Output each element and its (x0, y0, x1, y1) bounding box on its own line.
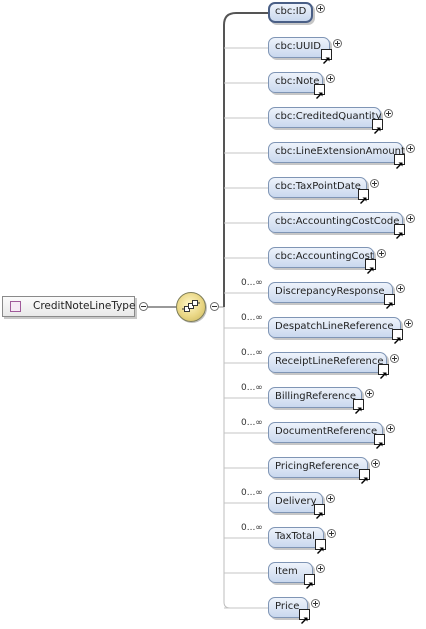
expand-button[interactable] (316, 564, 325, 573)
element-box[interactable]: cbc:Note (268, 72, 325, 99)
element-label: Delivery (275, 496, 317, 507)
element-box[interactable]: cbc:AccountingCost (268, 247, 376, 274)
root-collapse-button[interactable] (139, 302, 148, 311)
element-label: DiscrepancyResponse (275, 286, 385, 297)
expand-button[interactable] (327, 529, 336, 538)
reference-arrow-icon (392, 329, 403, 344)
reference-arrow-icon (358, 189, 369, 204)
element-box[interactable]: cbc:UUID (268, 37, 332, 64)
reference-arrow-icon (353, 399, 364, 414)
element-label: cbc:AccountingCostCode (275, 216, 400, 227)
element-box[interactable]: cbc:CreditedQuantity (268, 107, 383, 134)
occurrence-label: 0...∞ (241, 278, 263, 288)
reference-arrow-icon (384, 294, 395, 309)
occurrence-label: 0...∞ (241, 313, 263, 323)
reference-arrow-icon (374, 434, 385, 449)
element-box[interactable]: Price (268, 597, 310, 624)
reference-arrow-icon (365, 259, 376, 274)
expand-button[interactable] (390, 354, 399, 363)
element-label: PricingReference (275, 461, 360, 472)
reference-arrow-icon (314, 84, 325, 99)
expand-button[interactable] (377, 249, 386, 258)
element-box[interactable]: cbc:ID (268, 2, 313, 23)
element-label: BillingReference (275, 391, 357, 402)
element-label: ReceiptLineReference (275, 356, 384, 367)
expand-button[interactable] (333, 39, 342, 48)
reference-arrow-icon (299, 609, 310, 624)
reference-arrow-icon (304, 574, 315, 589)
element-label: Item (275, 566, 298, 577)
occurrence-label: 0...∞ (241, 418, 263, 428)
element-label: cbc:AccountingCost (275, 251, 374, 262)
element-box[interactable]: PricingReference (268, 457, 370, 484)
sequence-collapse-button[interactable] (210, 302, 219, 311)
trunk-line-upper (223, 12, 268, 307)
root-type-label: CreditNoteLineType (33, 300, 136, 312)
element-box[interactable]: cbc:LineExtensionAmount (268, 142, 405, 169)
element-box[interactable]: TaxTotal (268, 527, 326, 554)
reference-arrow-icon (394, 224, 405, 239)
expand-button[interactable] (365, 389, 374, 398)
expand-button[interactable] (311, 599, 320, 608)
element-box[interactable]: DiscrepancyResponse (268, 282, 395, 309)
expand-button[interactable] (384, 109, 393, 118)
sequence-icon (182, 300, 200, 312)
element-label: TaxTotal (275, 531, 315, 542)
expand-button[interactable] (371, 459, 380, 468)
element-box[interactable]: ReceiptLineReference (268, 352, 389, 379)
reference-arrow-icon (321, 49, 332, 64)
element-label: DespatchLineReference (275, 321, 394, 332)
element-box[interactable]: BillingReference (268, 387, 364, 414)
element-box[interactable]: DespatchLineReference (268, 317, 403, 344)
expand-button[interactable] (386, 424, 395, 433)
expand-button[interactable] (406, 214, 415, 223)
reference-arrow-icon (394, 154, 405, 169)
occurrence-label: 0...∞ (241, 348, 263, 358)
expand-button[interactable] (404, 319, 413, 328)
element-label: Price (275, 601, 300, 612)
element-box[interactable]: DocumentReference (268, 422, 385, 449)
element-label: cbc:CreditedQuantity (275, 111, 382, 122)
element-label: cbc:TaxPointDate (275, 181, 361, 192)
element-box[interactable]: cbc:TaxPointDate (268, 177, 369, 204)
occurrence-label: 0...∞ (241, 488, 263, 498)
expand-button[interactable] (316, 4, 325, 13)
element-box[interactable]: Item (268, 562, 315, 589)
sequence-compositor[interactable] (176, 292, 206, 322)
occurrence-label: 0...∞ (241, 383, 263, 393)
complex-type-icon (10, 301, 21, 312)
reference-arrow-icon (372, 119, 383, 134)
reference-arrow-icon (378, 364, 389, 379)
reference-arrow-icon (314, 504, 325, 519)
element-label: cbc:UUID (275, 41, 322, 52)
element-box[interactable]: Delivery (268, 492, 325, 519)
element-label: cbc:LineExtensionAmount (275, 146, 405, 157)
expand-button[interactable] (406, 144, 415, 153)
element-label: cbc:ID (275, 6, 307, 17)
trunk-line-lower (223, 307, 231, 609)
occurrence-label: 0...∞ (241, 523, 263, 533)
element-label: DocumentReference (275, 426, 378, 437)
reference-arrow-icon (315, 539, 326, 554)
expand-button[interactable] (370, 179, 379, 188)
expand-button[interactable] (326, 74, 335, 83)
reference-arrow-icon (359, 469, 370, 484)
element-label: cbc:Note (275, 76, 320, 87)
element-box[interactable]: cbc:AccountingCostCode (268, 212, 405, 239)
root-type-box[interactable]: CreditNoteLineType (2, 296, 135, 317)
expand-button[interactable] (396, 284, 405, 293)
expand-button[interactable] (326, 494, 335, 503)
